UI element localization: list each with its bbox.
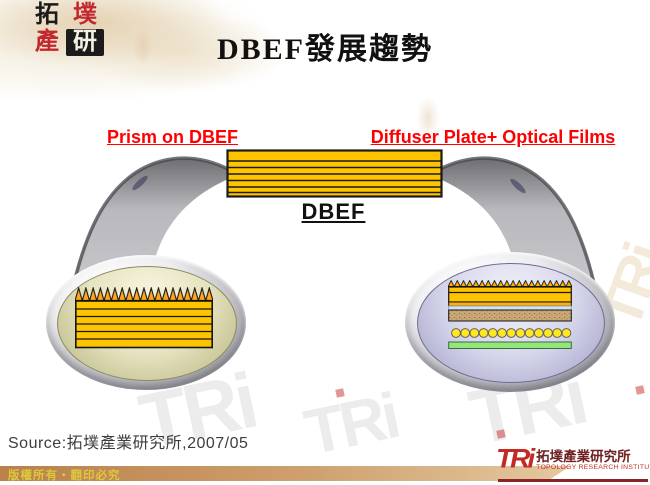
diffuser-plate-layer [448,309,572,322]
topology-seal-logo: 拓 墣 產 研 [28,2,104,56]
seal-char: 研 [66,29,104,56]
tri-logo-abbr: TRi [496,443,535,474]
left-branch-label: Prism on DBEF [106,127,239,147]
copyright-text: 版權所有‧翻印必究 [8,470,121,482]
blue-film-layer [448,305,572,311]
seal-char: 拓 [35,2,59,28]
footer-bar: 版權所有‧翻印必究 [0,466,650,482]
tri-logo-name-zh: 拓墣產業研究所 [536,449,631,464]
watermark-dot [635,385,645,395]
tri-company-logo: TRi 拓墣產業研究所 TOPOLOGY RESEARCH INSTITUTE [496,443,650,474]
source-note: Source:拓墣產業研究所,2007/05 [8,435,249,452]
seal-char: 產 [35,29,59,55]
right-branch-label: Diffuser Plate+ Optical Films [370,127,616,147]
dbef-label: DBEF [301,199,366,224]
prism-teeth [448,280,572,287]
reflector-bar [448,341,572,349]
tri-logo-underline [498,479,648,482]
lamp-row [451,328,572,338]
dbef-film-stack [226,149,443,204]
prism-teeth [75,287,213,301]
watermark-dot [335,388,345,398]
footer-wedge [546,465,650,482]
tri-logo-name-en: TOPOLOGY RESEARCH INSTITUTE [536,464,650,471]
prism-on-dbef-diagram [75,287,213,354]
optical-film-stack [448,286,572,303]
thin-film-layer [448,301,572,307]
watermark-dot [496,429,506,439]
diffuser-plate-diagram [448,280,572,355]
slide-title: DBEF發展趨勢 [216,33,433,66]
seal-char: 墣 [73,2,97,28]
tri-watermark: TRi [298,379,403,469]
